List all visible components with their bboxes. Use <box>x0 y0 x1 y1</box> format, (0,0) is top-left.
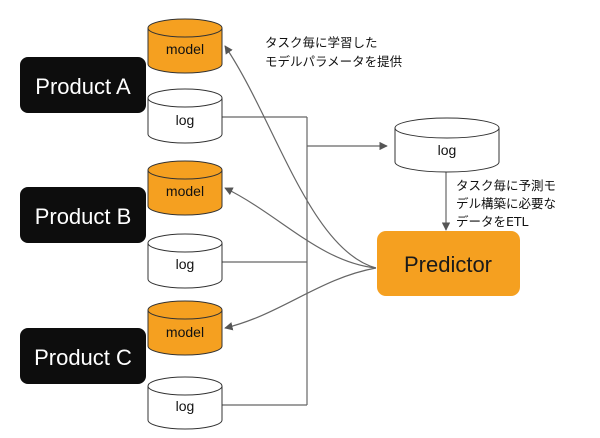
product-b-log-label: log <box>176 256 195 272</box>
product-a-label: Product A <box>35 74 131 99</box>
product-a-group: Product A model log <box>20 18 223 144</box>
product-b-model-db[interactable]: model <box>147 160 223 216</box>
product-a-log-label: log <box>176 112 195 128</box>
etl-note-line-2: デル構築に必要な <box>456 196 556 211</box>
model-feedback-note-line-2: モデルパラメータを提供 <box>265 54 402 69</box>
product-c-group: Product C model log <box>20 300 223 430</box>
etl-note: タスク毎に予測モ デル構築に必要な データをETL <box>456 178 556 229</box>
product-a-model-db[interactable]: model <box>147 18 223 74</box>
log-collection-connectors <box>222 116 388 406</box>
product-b-label: Product B <box>35 204 132 229</box>
predictor-to-model-b-arrow <box>224 187 377 269</box>
central-log-label: log <box>438 142 457 158</box>
predictor-to-model-a-arrow <box>224 45 377 269</box>
model-feedback-note-line-1: タスク毎に学習した <box>265 35 378 50</box>
product-c-model-label: model <box>166 324 204 340</box>
product-b-log-db[interactable]: log <box>147 233 223 289</box>
model-feedback-note: タスク毎に学習した モデルパラメータを提供 <box>265 35 402 69</box>
product-a-model-label: model <box>166 41 204 57</box>
etl-note-line-1: タスク毎に予測モ <box>456 178 556 193</box>
product-b-group: Product B model log <box>20 160 223 289</box>
product-b-model-label: model <box>166 183 204 199</box>
predictor-box[interactable] <box>377 231 520 296</box>
product-c-log-label: log <box>176 398 195 414</box>
product-b-box[interactable] <box>20 187 146 243</box>
product-c-model-db[interactable]: model <box>147 300 223 356</box>
product-a-log-db[interactable]: log <box>147 88 223 144</box>
predictor-node[interactable]: Predictor <box>377 231 520 296</box>
product-c-box[interactable] <box>20 328 146 384</box>
product-a-box[interactable] <box>20 57 146 113</box>
predictor-label: Predictor <box>404 252 492 277</box>
etl-note-line-3: データをETL <box>456 214 529 229</box>
central-log-db[interactable]: log <box>394 117 500 173</box>
model-feedback-connectors <box>224 45 451 331</box>
product-c-log-db[interactable]: log <box>147 376 223 430</box>
predictor-to-model-c-arrow <box>224 267 377 331</box>
product-c-label: Product C <box>34 345 132 370</box>
